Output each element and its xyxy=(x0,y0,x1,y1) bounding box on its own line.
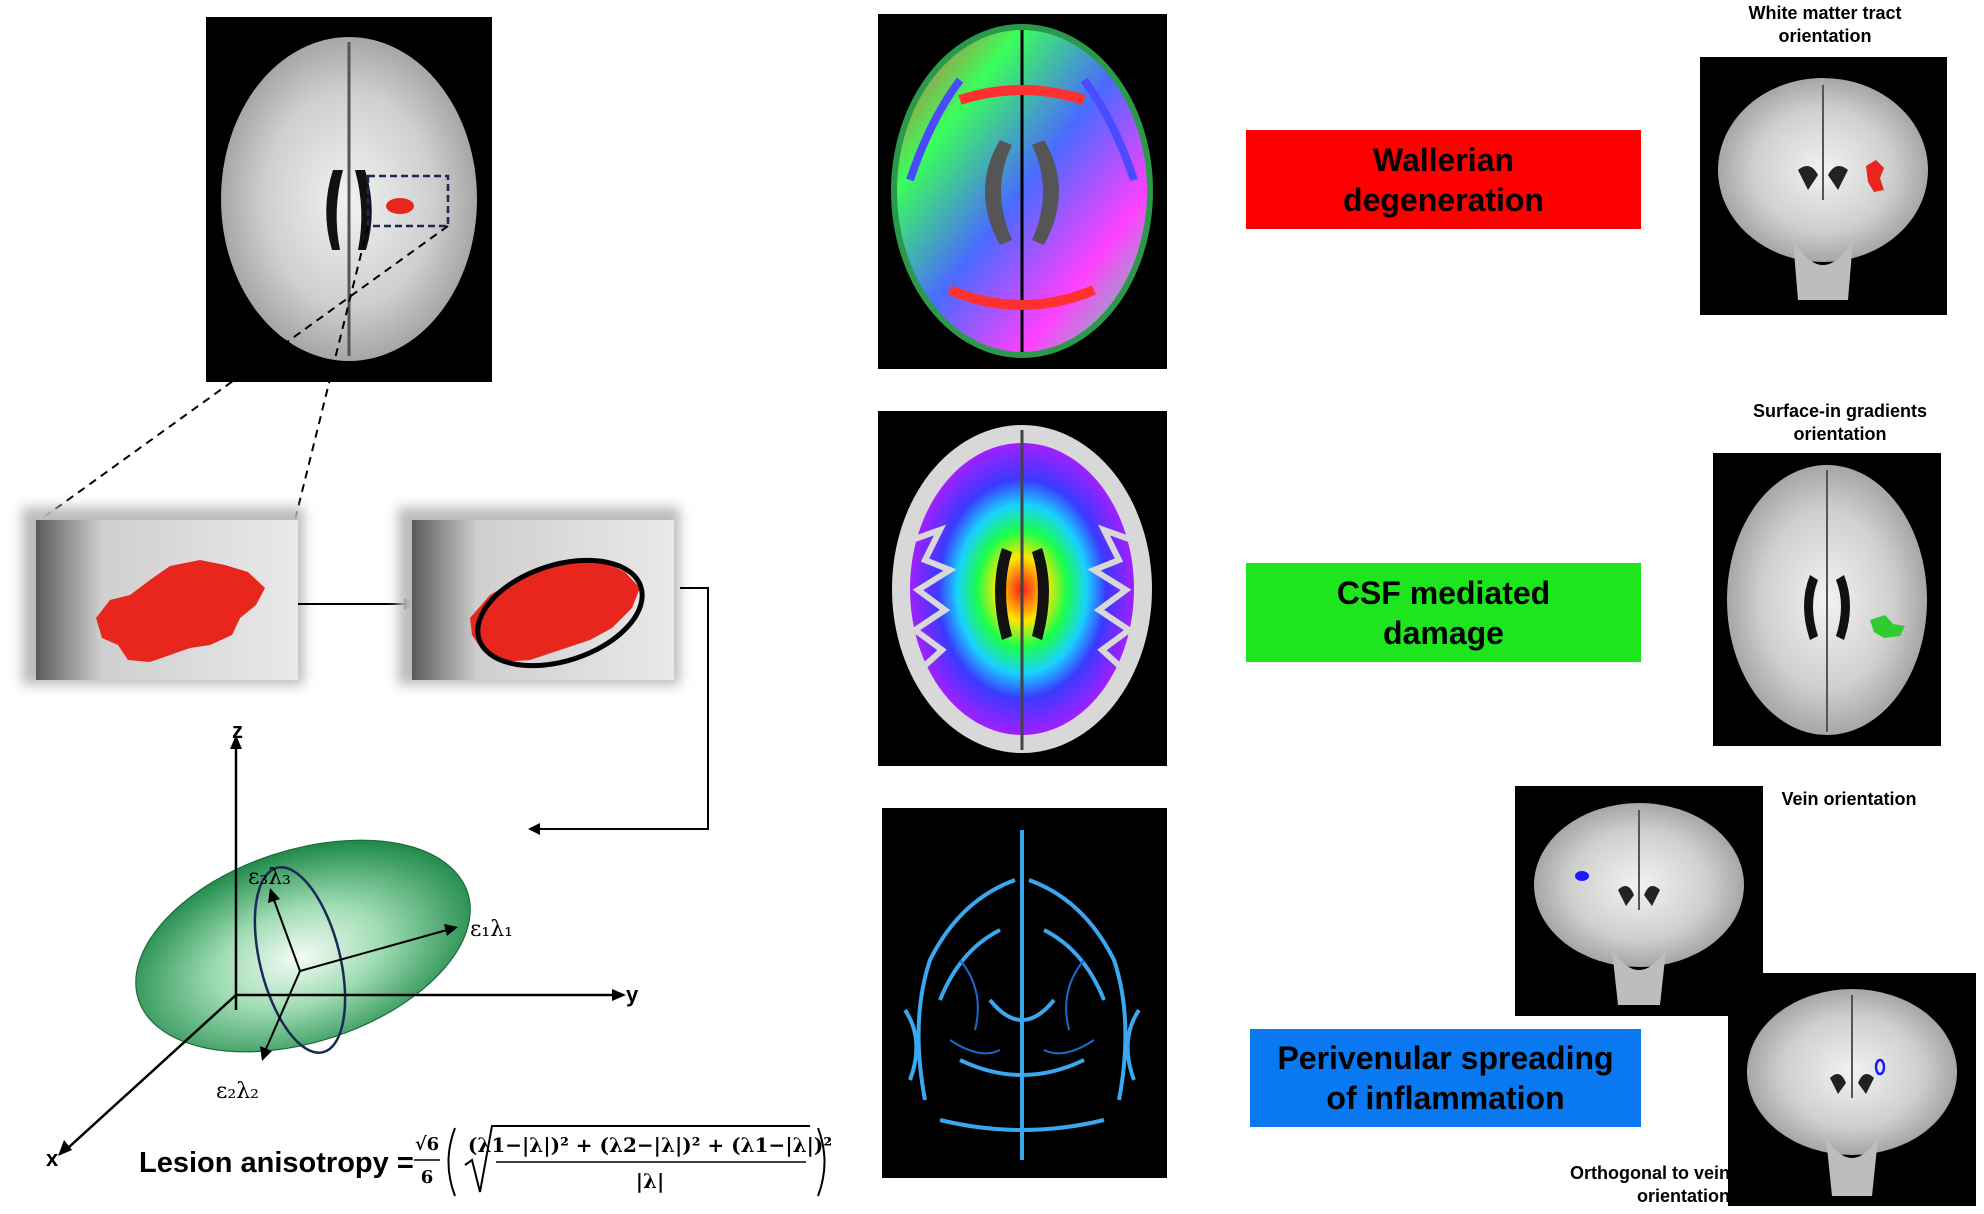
lesion-patch-ellipse-fit xyxy=(398,507,680,685)
eigen-label-2: ε₂λ₂ xyxy=(216,1079,259,1104)
dti-color-map-panel xyxy=(878,14,1167,369)
coronal-white-matter-panel xyxy=(1700,57,1947,315)
eigen-label-3: ε₃λ₃ xyxy=(248,865,291,890)
coronal-orthogonal-panel xyxy=(1728,973,1976,1206)
csf-distance-map-panel xyxy=(878,411,1167,766)
caption-orthogonal: Orthogonal to vein orientation xyxy=(1570,1163,1730,1206)
formula-coef-den: 6 xyxy=(421,1167,434,1188)
anisotropy-formula: Lesion anisotropy = √6 6 (λ1−|λ|)² + (λ2… xyxy=(139,1125,832,1197)
ellipsoid-diagram: z y x ε₁λ₁ ε₃λ₃ ε₂λ₂ xyxy=(46,718,639,1171)
formula-numerator: (λ1−|λ|)² + (λ2−|λ|)² + (λ1−|λ|)² xyxy=(468,1133,832,1157)
formula-coef-num: √6 xyxy=(415,1134,439,1155)
caption-vein: Vein orientation xyxy=(1781,789,1917,809)
formula-denominator: |λ| xyxy=(636,1169,665,1193)
axial-brain-lesion-panel xyxy=(206,17,492,382)
mechanism-label-wallerian: Wallerian degeneration xyxy=(1343,141,1544,218)
venography-panel xyxy=(882,808,1167,1178)
formula-prefix: Lesion anisotropy = xyxy=(139,1147,414,1179)
caption-surface-in: Surface-in gradients orientation xyxy=(1752,401,1928,444)
mechanism-label-perivenular: Perivenular spreading of inflammation xyxy=(1277,1040,1614,1116)
coronal-vein-panel xyxy=(1515,786,1763,1016)
zoom-line-left xyxy=(294,225,369,521)
arrow-to-ellipsoid xyxy=(540,587,709,830)
axial-surface-in-panel xyxy=(1713,453,1941,746)
mechanism-box-perivenular: Perivenular spreading of inflammation xyxy=(1250,1029,1641,1127)
lesion-patch-raw xyxy=(22,507,304,685)
eigen-label-1: ε₁λ₁ xyxy=(470,917,513,942)
caption-white-matter: White matter tract orientation xyxy=(1748,3,1902,46)
mechanism-box-wallerian: Wallerian degeneration xyxy=(1246,130,1641,229)
mechanism-label-csf: CSF mediated damage xyxy=(1336,574,1551,651)
x-axis xyxy=(67,994,237,1149)
axis-label-z: z xyxy=(232,718,243,743)
mechanism-box-csf: CSF mediated damage xyxy=(1246,563,1641,662)
axis-label-x: x xyxy=(46,1146,59,1171)
axis-label-y: y xyxy=(626,982,639,1007)
